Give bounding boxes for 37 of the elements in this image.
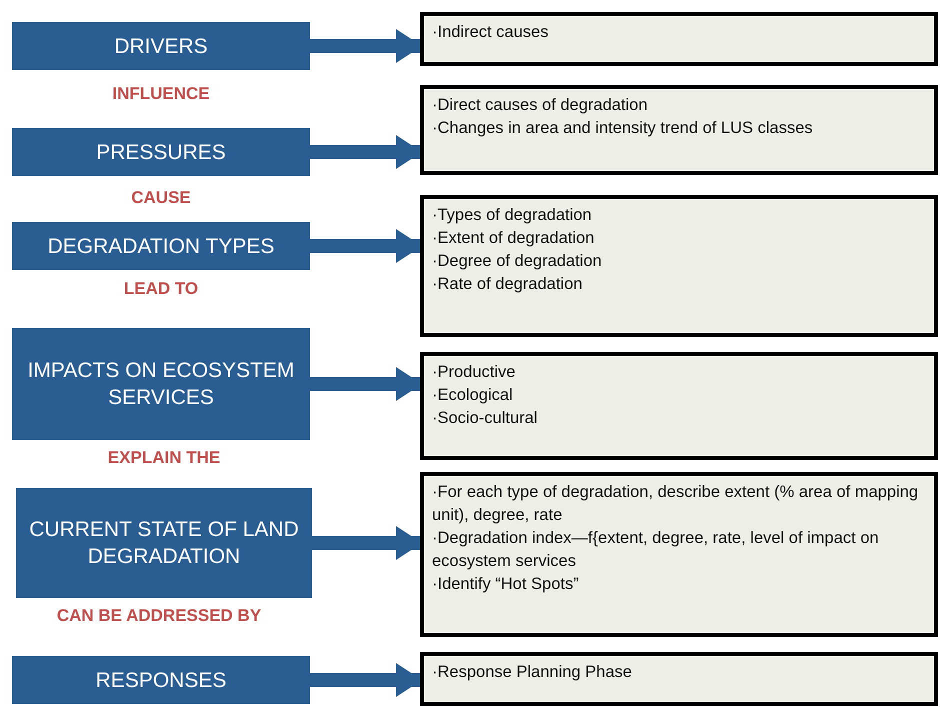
bullet-item: ·Types of degradation: [432, 205, 593, 226]
relation-label: CAUSE: [130, 188, 192, 208]
block-arrow: [312, 526, 422, 560]
bullet-item: ·Ecological: [432, 385, 514, 406]
bullet-item: ·Degradation index—f{extent, degree, rate, level of impact on ecosystem services: [432, 528, 880, 572]
bullet-item: ·Socio-cultural: [432, 408, 538, 429]
relation-label: INFLUENCE: [111, 84, 211, 104]
bullet-item: ·Extent of degradation: [432, 228, 596, 249]
description-panel: [420, 472, 938, 637]
block-arrow: [310, 229, 422, 263]
bullet-item: ·Identify “Hot Spots”: [432, 574, 580, 595]
bullet-item: ·For each type of degradation, describe extent (% area of mapping unit), degree, rate: [432, 482, 920, 526]
description-panel: [420, 352, 938, 460]
bullet-item: ·Indirect causes: [432, 22, 550, 43]
stage-box: DRIVERS: [12, 22, 310, 70]
bullet-item: ·Productive: [432, 362, 516, 383]
stage-box: DEGRADATION TYPES: [12, 222, 310, 270]
stage-box: RESPONSES: [12, 656, 310, 704]
block-arrow: [310, 367, 422, 401]
description-panel: [420, 12, 938, 66]
description-panel: [420, 85, 938, 175]
relation-label: CAN BE ADDRESSED BY: [56, 606, 262, 626]
bullet-item: ·Direct causes of degradation: [432, 95, 649, 116]
block-arrow: [310, 29, 422, 63]
block-arrow: [310, 663, 422, 697]
bullet-item: ·Degree of degradation: [432, 251, 603, 272]
bullet-item: ·Response Planning Phase: [432, 662, 633, 683]
description-panel: [420, 195, 938, 337]
relation-label: LEAD TO: [122, 279, 200, 299]
relation-label: EXPLAIN THE: [106, 448, 222, 468]
stage-box: CURRENT STATE OF LAND DEGRADATION: [16, 488, 312, 598]
block-arrow: [310, 135, 422, 169]
bullet-item: ·Rate of degradation: [432, 274, 584, 295]
stage-box: PRESSURES: [12, 128, 310, 176]
bullet-item: ·Changes in area and intensity trend of LUS classes: [432, 118, 814, 139]
description-panel: [420, 652, 938, 706]
stage-box: IMPACTS ON ECOSYSTEM SERVICES: [12, 328, 310, 440]
